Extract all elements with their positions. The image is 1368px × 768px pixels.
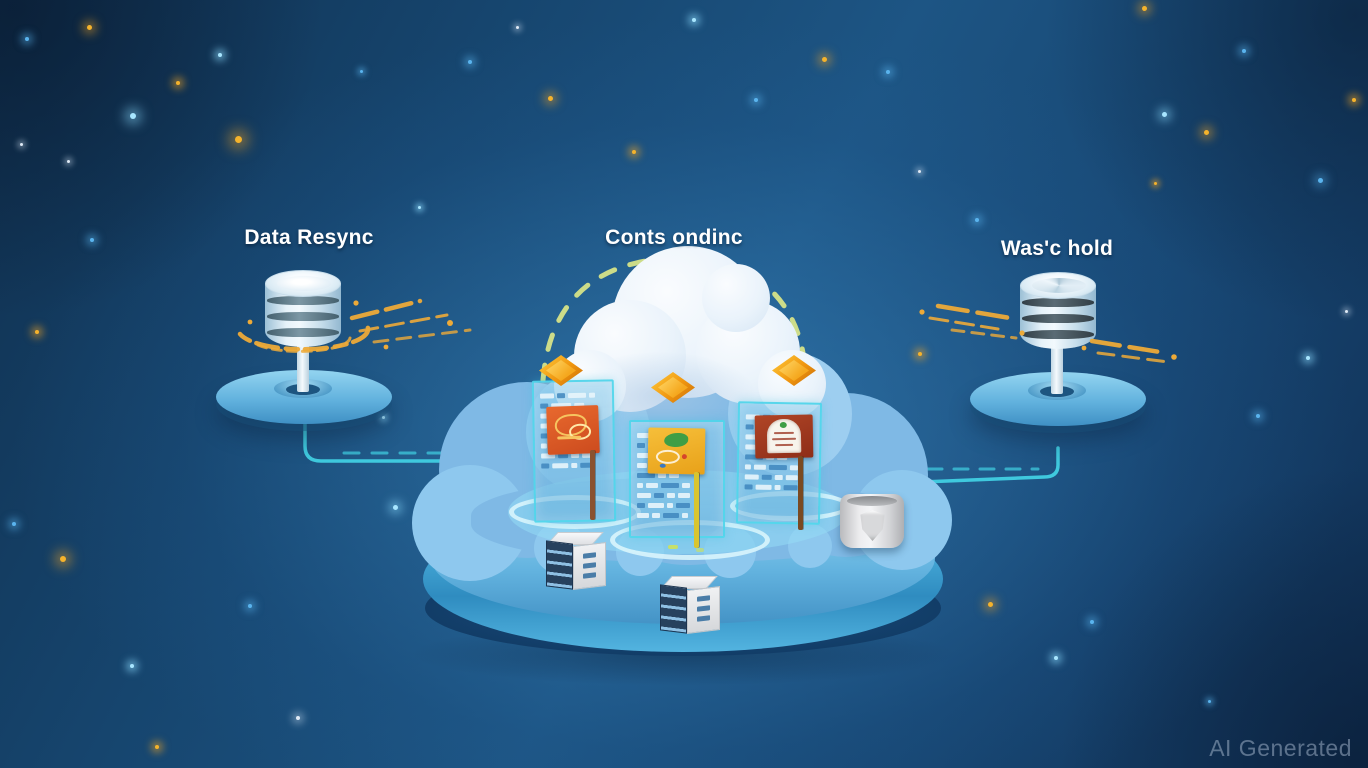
gold-streak bbox=[349, 298, 423, 321]
star bbox=[988, 602, 993, 607]
label-wasc-hold: Was'c hold bbox=[1000, 237, 1114, 260]
banner-orange bbox=[546, 405, 600, 455]
database-band bbox=[267, 312, 339, 321]
star bbox=[218, 53, 222, 57]
database-band bbox=[1022, 298, 1094, 307]
star bbox=[60, 556, 66, 562]
cloud-puff bbox=[702, 264, 770, 332]
star bbox=[382, 416, 385, 419]
star bbox=[754, 98, 758, 102]
star bbox=[130, 664, 134, 668]
gold-particle-dots bbox=[247, 300, 1177, 360]
star bbox=[1242, 49, 1246, 53]
panel-row bbox=[637, 483, 717, 488]
gold-streak bbox=[358, 313, 449, 333]
gold-streak bbox=[928, 316, 1000, 331]
database-band bbox=[267, 296, 339, 305]
banner-pole bbox=[798, 456, 803, 530]
star bbox=[692, 18, 696, 22]
star bbox=[130, 113, 136, 119]
star bbox=[1352, 98, 1356, 102]
right-pedestal-pole bbox=[1051, 346, 1063, 394]
database-icon bbox=[1020, 272, 1096, 354]
banner-yellow bbox=[647, 427, 706, 475]
star bbox=[632, 150, 636, 154]
star bbox=[822, 57, 827, 62]
star bbox=[90, 238, 94, 242]
gold-streak bbox=[1089, 338, 1163, 355]
panel-row bbox=[637, 473, 717, 478]
star bbox=[1142, 6, 1147, 11]
star bbox=[1090, 620, 1094, 624]
label-conts-ondinc: Conts ondinc bbox=[605, 226, 743, 249]
star bbox=[918, 170, 921, 173]
star bbox=[393, 505, 398, 510]
panel-row bbox=[539, 392, 606, 399]
star bbox=[1306, 356, 1310, 360]
database-band bbox=[1022, 330, 1094, 339]
database-top bbox=[1020, 272, 1096, 299]
star bbox=[1208, 700, 1211, 703]
server-box-icon bbox=[660, 576, 720, 635]
star bbox=[296, 716, 300, 720]
star bbox=[176, 81, 180, 85]
star bbox=[155, 745, 159, 749]
star bbox=[1162, 112, 1167, 117]
star bbox=[1318, 178, 1323, 183]
star bbox=[468, 60, 472, 64]
panel-row bbox=[637, 503, 717, 508]
shield-container-icon bbox=[840, 494, 904, 548]
panel-row bbox=[637, 493, 717, 498]
banner-pole bbox=[590, 450, 595, 520]
gold-particle-swirl bbox=[256, 336, 352, 353]
banner-pole bbox=[694, 472, 699, 548]
gold-streak bbox=[372, 328, 472, 344]
banner-red bbox=[754, 414, 814, 459]
gold-streak bbox=[1096, 351, 1170, 364]
gold-streak bbox=[950, 328, 1018, 340]
database-icon bbox=[265, 270, 341, 352]
star bbox=[20, 143, 23, 146]
server-box-icon bbox=[546, 532, 610, 592]
gold-streak bbox=[935, 303, 1013, 321]
star bbox=[360, 70, 363, 73]
database-band bbox=[1022, 314, 1094, 323]
star bbox=[516, 26, 519, 29]
star bbox=[886, 70, 890, 74]
left-pedestal-pole bbox=[297, 344, 309, 392]
connector-line-left bbox=[303, 422, 517, 463]
star bbox=[1256, 414, 1260, 418]
lime-tick bbox=[696, 548, 704, 552]
lime-tick bbox=[668, 545, 678, 549]
star bbox=[975, 218, 979, 222]
star bbox=[12, 522, 16, 526]
star bbox=[67, 160, 70, 163]
star bbox=[87, 25, 92, 30]
star bbox=[418, 206, 421, 209]
database-top bbox=[265, 270, 341, 297]
star bbox=[248, 604, 252, 608]
panel-row bbox=[637, 513, 717, 518]
star bbox=[1345, 310, 1348, 313]
panel-row bbox=[541, 462, 607, 469]
star bbox=[548, 96, 553, 101]
star bbox=[25, 37, 29, 41]
star bbox=[918, 352, 922, 356]
star bbox=[35, 330, 39, 334]
database-band bbox=[267, 328, 339, 337]
label-data-resync: Data Resync bbox=[244, 226, 374, 249]
gold-particle-swirl bbox=[237, 321, 371, 352]
star bbox=[235, 136, 242, 143]
star bbox=[1204, 130, 1209, 135]
ai-generated-watermark: AI Generated bbox=[1209, 735, 1352, 761]
star bbox=[1154, 182, 1157, 185]
star bbox=[1054, 656, 1058, 660]
